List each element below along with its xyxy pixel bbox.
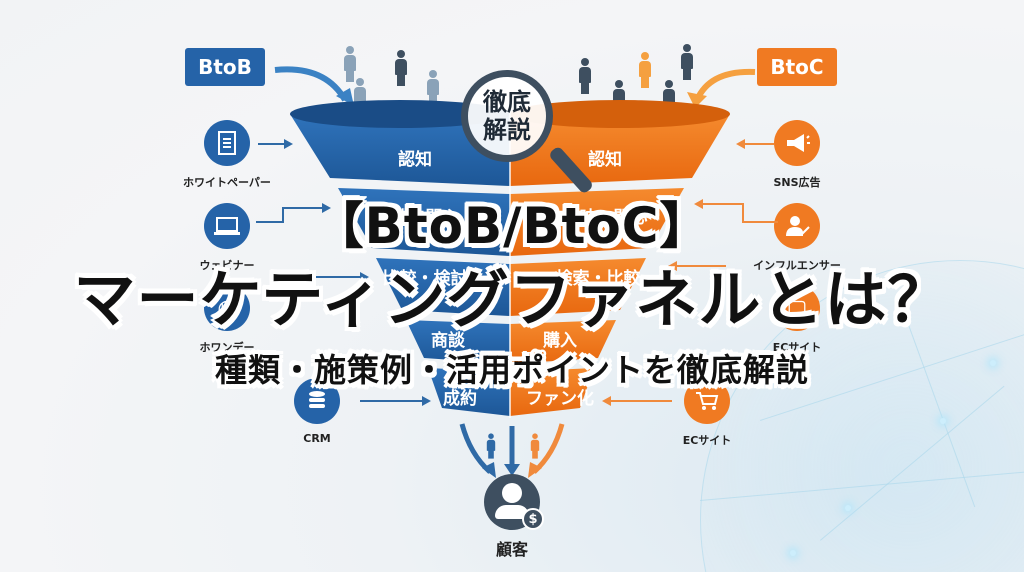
btob-inflow-arrow-icon xyxy=(274,66,354,106)
btoc-inflow-arrow-icon xyxy=(687,68,756,108)
arrow-connector xyxy=(742,221,778,223)
badge-line-1: 徹底 xyxy=(483,88,531,116)
customer-label: 顧客 xyxy=(495,540,528,559)
btoc-channel-influencer: インフルエンサー xyxy=(737,203,857,273)
btob-channel-other: ◍ ホワンデー xyxy=(167,285,287,355)
badge-line-2: 解説 xyxy=(483,116,531,144)
web-icon: ▢ xyxy=(774,285,820,331)
btob-channel-whitepaper: ホワイトペーパー xyxy=(167,120,287,190)
btoc-stage-purchase: 購入 xyxy=(543,331,577,351)
arrowhead-icon xyxy=(322,203,331,213)
arrowhead-icon xyxy=(360,272,369,282)
arrowhead-icon xyxy=(602,396,611,406)
btob-stage-interest: 興味・関心 xyxy=(374,208,460,228)
channel-label: ECサイト xyxy=(772,341,822,354)
arrow-left-icon xyxy=(702,203,744,205)
person-icon xyxy=(530,433,540,459)
arrow-connector xyxy=(742,203,744,223)
btoc-channel-ec-site: ECサイト xyxy=(657,378,757,448)
arrow-connector xyxy=(282,207,284,223)
channel-label: インフルエンサー xyxy=(753,259,841,272)
btob-stage-contract: 成約 xyxy=(443,389,477,409)
btoc-stage-fan: ファン化 xyxy=(526,389,594,409)
btoc-stage-search: 検索・比較 xyxy=(555,269,641,289)
document-icon xyxy=(204,120,250,166)
arrowhead-icon xyxy=(694,199,703,209)
btob-stage-comparison: 比較・検討 xyxy=(382,269,468,289)
person-icon xyxy=(680,44,694,80)
btoc-stage-interest: 興味・関心 xyxy=(562,208,648,228)
btob-stage-negotiation: 商談 xyxy=(431,331,465,351)
headline-subtitle: 種類・施策例・活用ポイントを徹底解説 xyxy=(214,351,809,389)
person-icon xyxy=(394,50,408,86)
arrowhead-icon xyxy=(668,261,677,271)
person-icon xyxy=(426,70,440,106)
channel-label: CRM xyxy=(303,432,331,445)
megaphone-icon xyxy=(774,120,820,166)
person-icon xyxy=(486,433,496,459)
arrow-connector xyxy=(282,207,322,209)
channel-label: ホワンデー xyxy=(199,341,255,354)
person-icon xyxy=(578,58,592,94)
btob-channel-crm: CRM xyxy=(267,378,367,445)
laptop-icon xyxy=(204,203,250,249)
arrow-right-icon xyxy=(360,400,422,402)
magnifier-icon: 徹底 解説 xyxy=(461,70,553,162)
network-node xyxy=(940,418,946,424)
network-node xyxy=(790,550,796,556)
headline-title: マーケティングファネルとは？ xyxy=(73,263,951,336)
network-node xyxy=(845,505,851,511)
btoc-tag: BtoC xyxy=(757,48,837,86)
channel-label: ウェビナー xyxy=(199,259,255,272)
person-icon xyxy=(638,52,652,88)
channel-label: ECサイト xyxy=(682,434,732,447)
arrow-left-icon xyxy=(676,265,726,267)
btoc-channel-ec-site-web: ▢ ECサイト xyxy=(737,285,857,355)
globe-icon: ◍ xyxy=(204,285,250,331)
channel-label: ホワイトペーパー xyxy=(183,176,271,189)
arrow-right-icon xyxy=(256,221,282,223)
headline-segment: 【BtoB/BtoC】 xyxy=(313,197,711,255)
btob-tag: BtoB xyxy=(185,48,265,86)
arrow-left-icon xyxy=(610,400,672,402)
arrowhead-icon xyxy=(422,396,431,406)
arrow-right-icon xyxy=(258,143,284,145)
converge-arrows-icon xyxy=(459,423,565,478)
arrowhead-icon xyxy=(284,139,293,149)
person-icon xyxy=(343,46,357,82)
btob-stage-awareness: 認知 xyxy=(398,150,432,170)
influencer-icon xyxy=(774,203,820,249)
btoc-channel-sns-ads: SNS広告 xyxy=(737,120,857,190)
arrow-left-icon xyxy=(744,143,774,145)
channel-label: SNS広告 xyxy=(773,176,821,189)
cart-icon xyxy=(684,378,730,424)
btob-channel-webinar: ウェビナー xyxy=(167,203,287,273)
network-node xyxy=(990,360,996,366)
arrowhead-icon xyxy=(736,139,745,149)
marketing-funnel xyxy=(290,100,730,418)
customer-dollar-icon: $ xyxy=(484,474,544,530)
database-icon xyxy=(294,378,340,424)
btoc-stage-awareness: 認知 xyxy=(588,150,622,170)
arrow-connector xyxy=(310,276,360,278)
dollar-icon: $ xyxy=(522,508,544,530)
